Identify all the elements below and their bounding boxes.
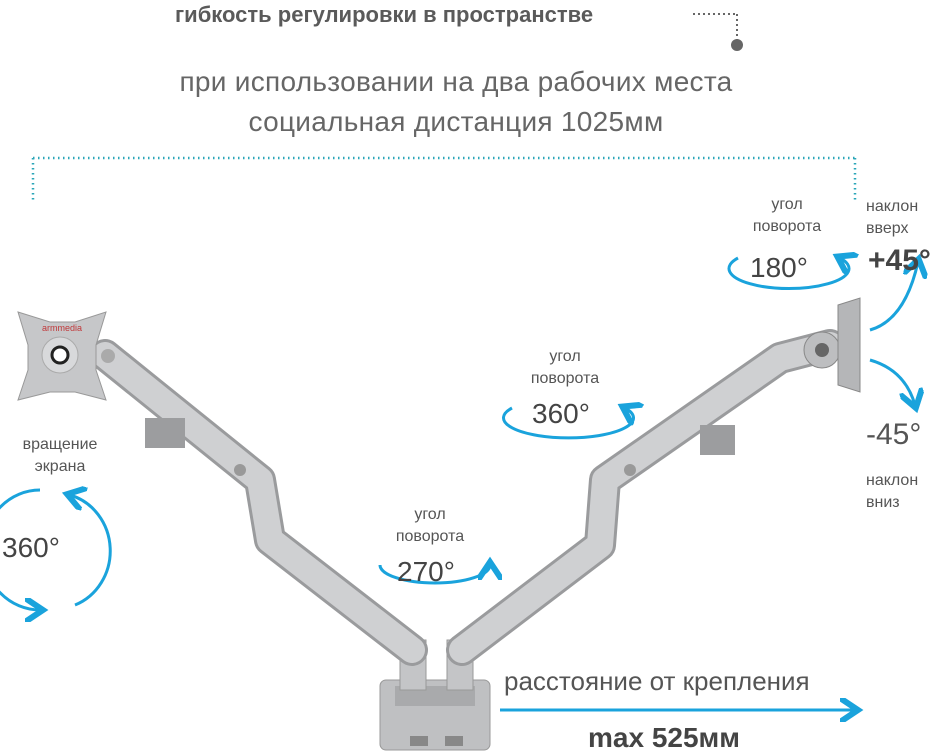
label-line: поворота <box>752 218 822 235</box>
brand-logo: armmedia <box>42 323 82 333</box>
label-line: вверх <box>866 220 909 237</box>
tilt-down-value: -45° <box>866 418 922 451</box>
subtitle-line2: социальная дистанция 1025мм <box>248 106 664 137</box>
reach-value: max 525мм <box>588 722 740 752</box>
label-line: поворота <box>530 370 600 387</box>
distance-bracket <box>31 156 857 200</box>
header-connector <box>693 13 743 51</box>
rotation-360-label: угол поворота <box>510 346 620 390</box>
screen-rotation-label: вращение экрана <box>10 434 110 478</box>
vesa-plate-left: armmedia <box>17 311 107 401</box>
label-line: угол <box>414 506 446 523</box>
tilt-up-label: наклон вверх <box>866 196 918 240</box>
left-arm <box>89 339 428 666</box>
rotation-arrows <box>0 258 918 710</box>
rotation-270-label: угол поворота <box>375 504 485 548</box>
label-line: угол <box>549 348 581 365</box>
rotation-180-value: 180° <box>750 252 808 283</box>
tilt-up-value: +45° <box>868 244 931 277</box>
label-line: поворота <box>395 528 465 545</box>
subtitle-line1: при использовании на два рабочих места <box>179 66 733 97</box>
right-arm <box>446 329 846 666</box>
label-line: вращение <box>22 436 98 453</box>
page-title: гибкость регулировки в пространстве <box>175 2 594 27</box>
rotation-360-value: 360° <box>532 398 590 429</box>
label-line: наклон <box>866 198 919 215</box>
label-line: наклон <box>866 472 919 489</box>
label-line: вниз <box>866 494 900 511</box>
reach-label: расстояние от крепления <box>504 666 810 696</box>
tilt-down-label: наклон вниз <box>866 470 918 514</box>
label-line: угол <box>771 196 803 213</box>
rotation-180-label: угол поворота <box>732 194 842 238</box>
label-line: экрана <box>34 458 86 475</box>
vesa-plate-right <box>803 297 861 393</box>
rotation-270-value: 270° <box>397 556 455 587</box>
screen-rotation-value: 360° <box>2 532 60 563</box>
